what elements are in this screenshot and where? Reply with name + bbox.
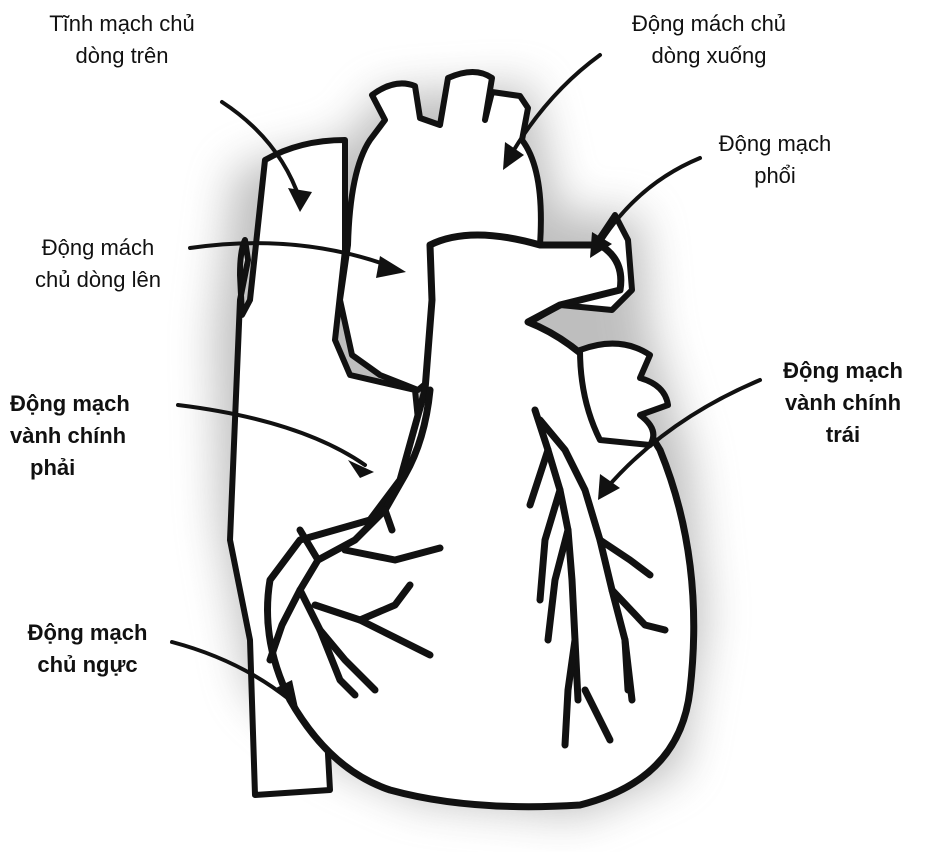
- label-left-coronary: Động mạch vành chính trái: [768, 355, 918, 451]
- label-right-coronary: Động mạch vành chính phải: [10, 388, 170, 484]
- label-superior-vena-cava: Tĩnh mạch chủ dòng trên: [32, 8, 212, 72]
- label-line: dòng trên: [32, 40, 212, 72]
- label-line: phải: [10, 452, 170, 484]
- label-line: Động mạch: [768, 355, 918, 387]
- label-line: vành chính: [10, 420, 170, 452]
- label-line: phổi: [700, 160, 850, 192]
- label-line: Tĩnh mạch chủ: [32, 8, 212, 40]
- label-thoracic-aorta: Động mạch chủ ngực: [5, 617, 170, 681]
- label-line: Động mạch: [700, 128, 850, 160]
- label-descending-aorta: Động mách chủ dòng xuống: [604, 8, 814, 72]
- label-line: chủ ngực: [5, 649, 170, 681]
- label-line: dòng xuống: [604, 40, 814, 72]
- label-line: vành chính: [768, 387, 918, 419]
- label-line: chủ dòng lên: [18, 264, 178, 296]
- label-line: trái: [768, 419, 918, 451]
- label-line: Động mách chủ: [604, 8, 814, 40]
- label-line: Động mạch: [5, 617, 170, 649]
- label-ascending-aorta: Động mách chủ dòng lên: [18, 232, 178, 296]
- label-line: Động mạch: [10, 388, 170, 420]
- label-line: Động mách: [18, 232, 178, 264]
- label-pulmonary-artery: Động mạch phổi: [700, 128, 850, 192]
